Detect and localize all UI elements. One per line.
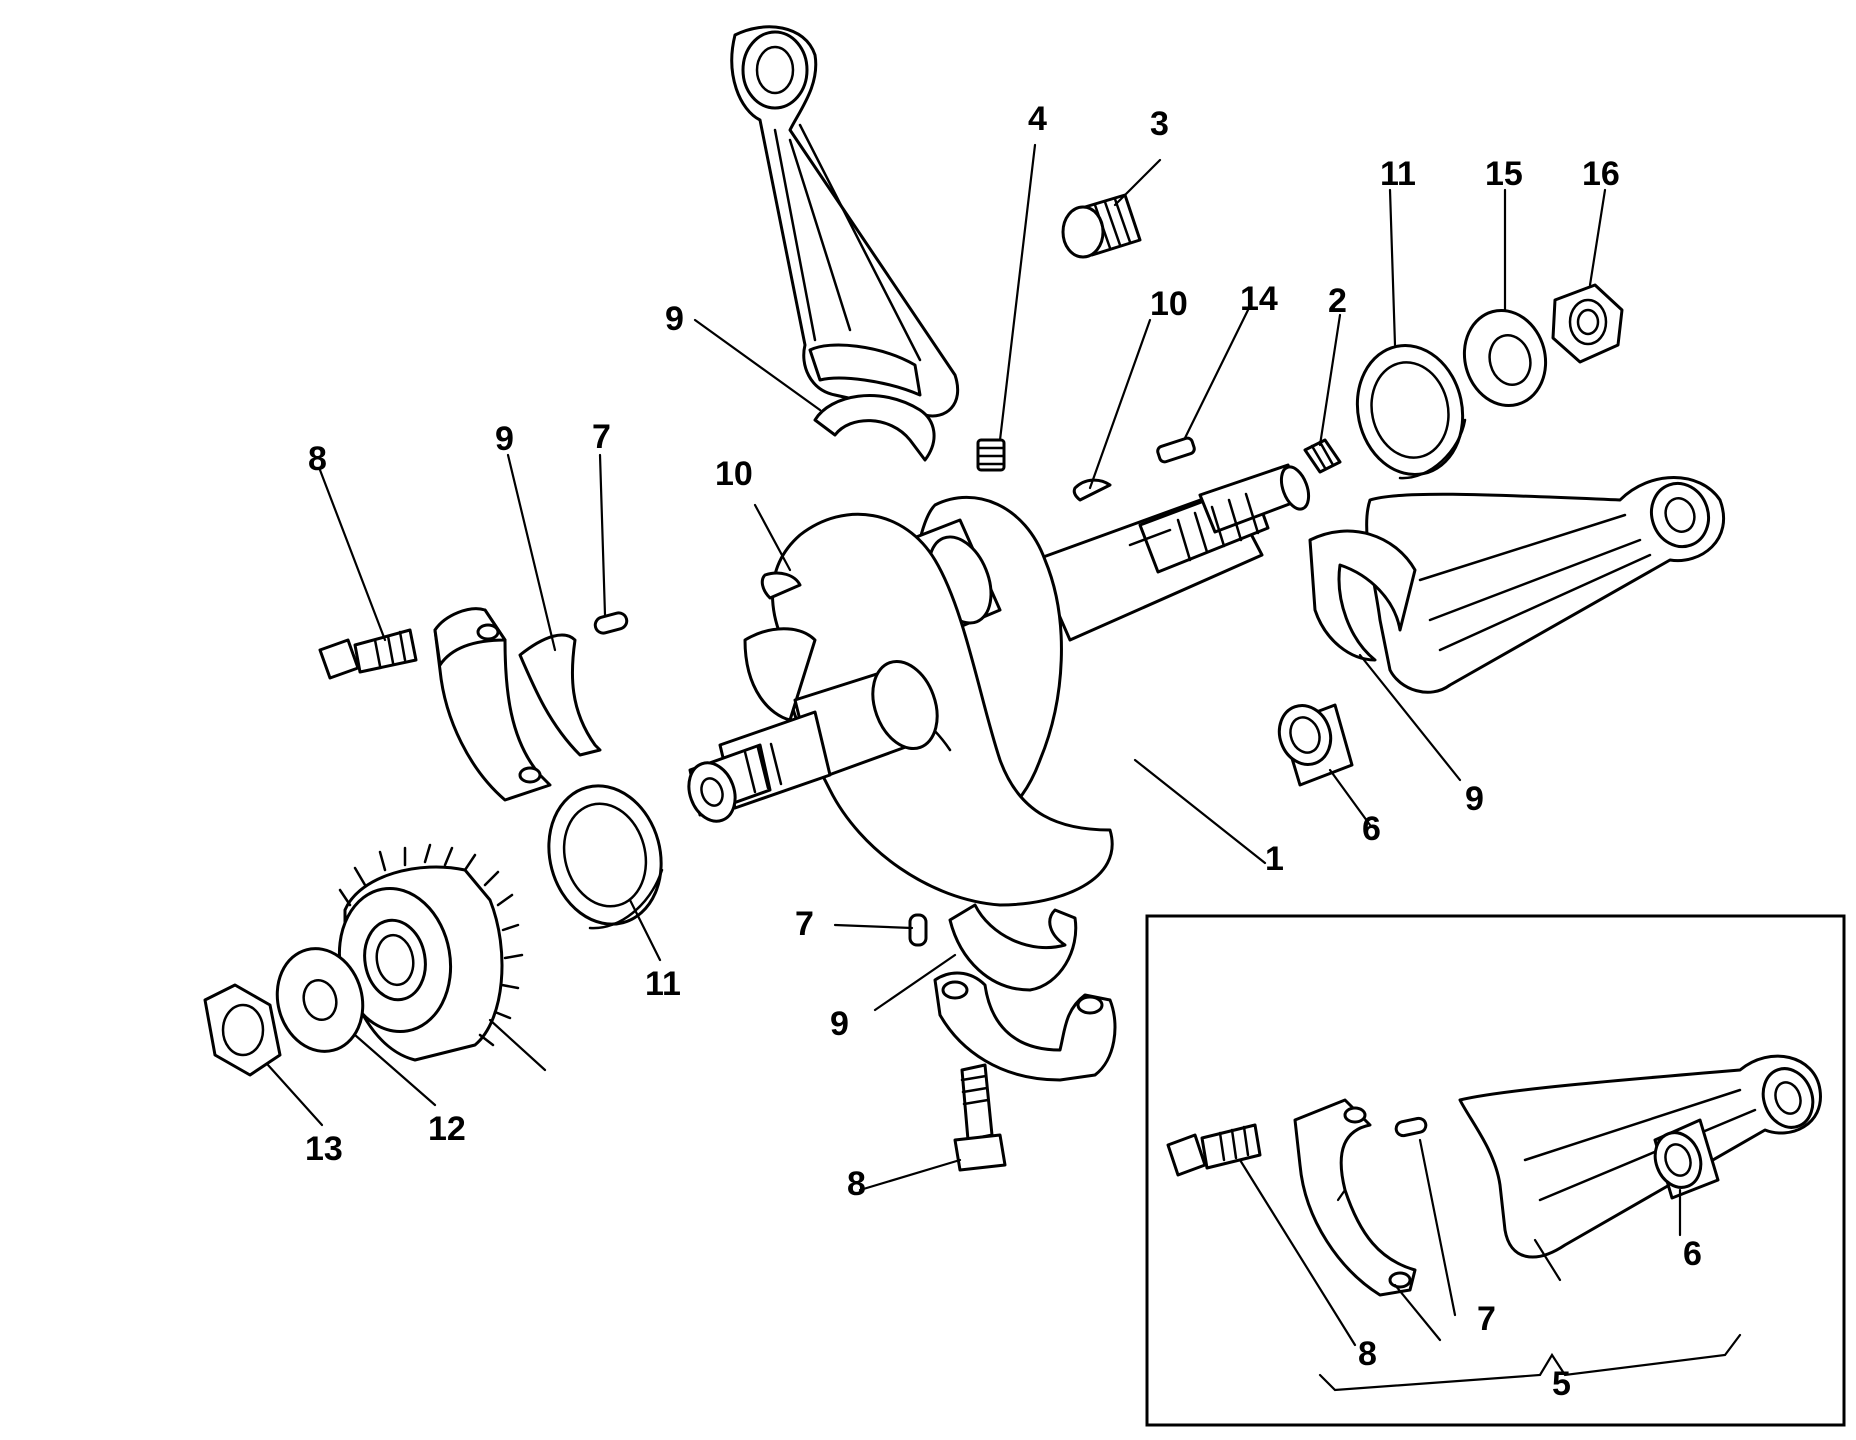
rod-cap-lower [933,971,1117,1082]
callout-6b: 6 [1683,1235,1702,1273]
callout-10a: 10 [715,455,753,493]
woodruff-key-right [1072,478,1112,502]
callout-13: 13 [305,1130,343,1168]
connecting-rod-upper [730,25,960,418]
inset-bolt [1166,1123,1262,1177]
dowel-pin-left [593,611,629,635]
inset-frame [1145,914,1846,1427]
timing-gear [337,843,524,1062]
callout-4: 4 [1028,100,1047,138]
grub-screw-4 [976,438,1006,472]
callout-8b: 8 [847,1165,866,1203]
callout-6a: 6 [1362,810,1381,848]
connecting-rod-right [1308,476,1726,694]
oil-seal-left [547,784,664,930]
callout-11a: 11 [1380,155,1416,193]
key-14 [1156,436,1196,464]
callout-7b: 7 [795,905,814,943]
callout-2: 2 [1328,282,1347,320]
callout-15: 15 [1485,155,1523,193]
bolt-lower [953,1063,1007,1172]
bearing-shell-upper [813,394,936,462]
washer-12 [275,947,365,1053]
callout-9b: 9 [495,420,514,458]
rod-cap-left [433,607,552,802]
callout-7a: 7 [592,418,611,456]
inset-rod-cap [1293,1098,1417,1297]
woodruff-key-left [760,571,802,600]
bolt-left [318,628,418,680]
callout-1: 1 [1265,840,1284,878]
callout-7c: 7 [1477,1300,1496,1338]
callout-labels: 1 2 3 4 5 6 6 7 7 7 8 8 8 9 9 9 9 10 10 … [305,100,1702,1403]
dowel-pin-lower [908,913,928,947]
callout-14: 14 [1240,280,1278,318]
plug-3 [1061,193,1142,259]
callout-8a: 8 [308,440,327,478]
inset-connecting-rod [1458,1054,1822,1259]
nut-13 [203,983,282,1077]
oil-seal-right [1355,344,1467,480]
callout-11b: 11 [645,965,681,1003]
washer-15 [1462,308,1548,408]
inset-dowel-pin [1394,1116,1428,1138]
bearing-shell-left [518,633,602,757]
callout-9c: 9 [1465,780,1484,818]
grub-screw-2 [1303,438,1342,474]
nut-16 [1551,283,1624,364]
callout-5: 5 [1552,1365,1571,1403]
callout-10b: 10 [1150,285,1188,323]
inset-brace [1318,1333,1742,1392]
callout-8c: 8 [1358,1335,1377,1373]
bearing-shell-lower [948,903,1078,992]
crankshaft [687,463,1311,907]
callout-16: 16 [1582,155,1620,193]
callout-9d: 9 [830,1005,849,1043]
inset-bushing [1653,1118,1720,1200]
leader-lines [266,143,1682,1347]
bushing-6 [1277,703,1354,787]
callout-12: 12 [428,1110,466,1148]
callout-3: 3 [1150,105,1169,143]
callout-9a: 9 [665,300,684,338]
